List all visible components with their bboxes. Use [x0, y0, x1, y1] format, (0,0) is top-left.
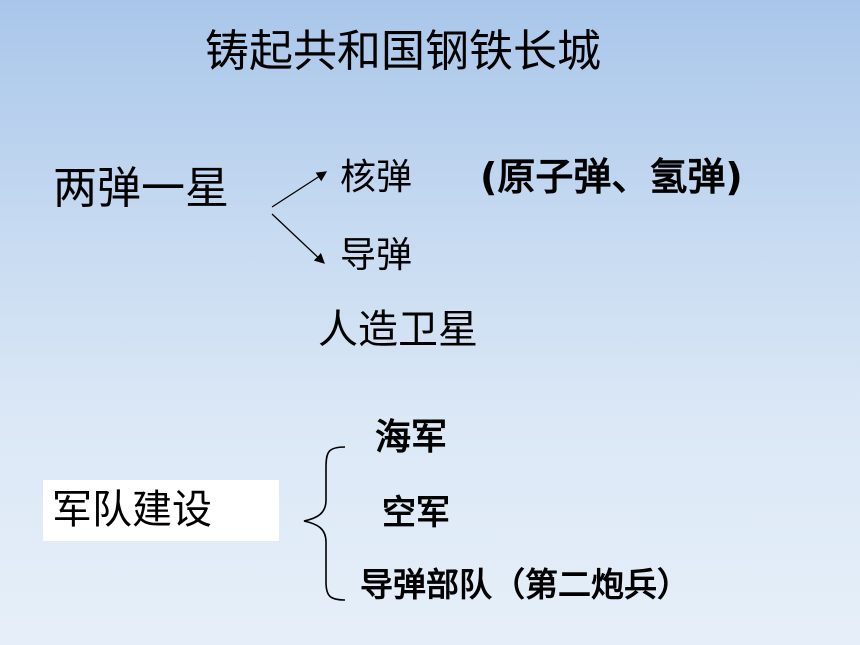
daodanbudui-label: 导弹部队（第二炮兵） [360, 565, 690, 604]
jundui-label: 军队建设 [52, 487, 212, 533]
daodan-label: 导弹 [340, 235, 413, 276]
arrow-to-daodan [271, 213, 325, 264]
haijun-label: 海军 [375, 417, 448, 458]
kongjun-label: 空军 [382, 493, 450, 533]
slide-title: 铸起共和国钢铁长城 [205, 26, 601, 77]
liangdanyixing-label: 两弹一星 [53, 163, 229, 214]
jundui-label-box [43, 480, 279, 541]
hedan-note: (原子弹、氢弹) [480, 155, 743, 199]
curly-brace [303, 446, 346, 601]
hedan-label: 核弹 [340, 157, 413, 198]
weixing-label: 人造卫星 [318, 307, 478, 353]
arrow-to-hedan [271, 171, 328, 208]
